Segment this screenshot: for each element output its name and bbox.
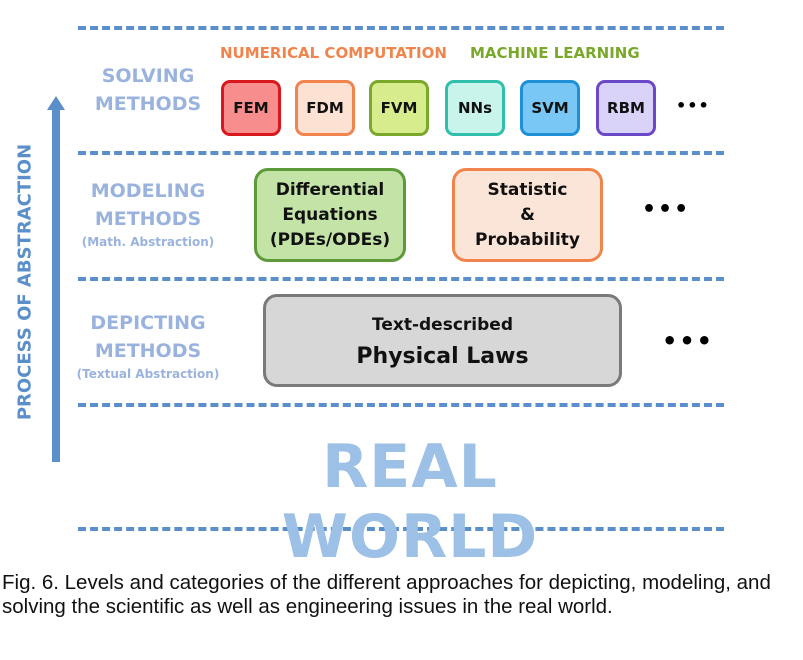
level-solving-line2: METHODS xyxy=(94,93,202,115)
level-depicting-sub: (Textual Abstraction) xyxy=(76,367,220,381)
separator-bottom xyxy=(78,527,724,531)
solving-method-label: NNs xyxy=(457,99,493,117)
depicting-physical-laws-box: Text-described Physical Laws xyxy=(263,294,622,387)
category-numerical: NUMERICAL COMPUTATION xyxy=(220,44,447,62)
separator-solving-modeling xyxy=(78,151,724,155)
separator-top xyxy=(78,26,724,30)
solving-method-rbm-box: RBM xyxy=(596,80,656,136)
solving-method-label: FEM xyxy=(233,99,269,117)
statistic-line2: & xyxy=(520,204,535,225)
real-world-label: REAL WORLD xyxy=(281,432,539,572)
statistic-line3: Probability xyxy=(474,229,581,250)
modeling-differential-box: Differential Equations (PDEs/ODEs) xyxy=(254,168,406,262)
level-modeling-line1: MODELING xyxy=(90,180,206,202)
solving-method-nns-box: NNs xyxy=(445,80,505,136)
level-depicting-line1: DEPICTING xyxy=(90,312,206,334)
separator-modeling-depicting xyxy=(78,277,724,281)
axis-label: PROCESS OF ABSTRACTION xyxy=(14,143,36,421)
differential-line3: (PDEs/ODEs) xyxy=(269,229,391,250)
level-modeling-sub: (Math. Abstraction) xyxy=(81,235,215,249)
differential-line1: Differential xyxy=(275,179,385,200)
arrow-head xyxy=(47,96,65,110)
level-solving: SOLVING METHODS xyxy=(78,62,218,118)
arrow-shaft xyxy=(52,109,60,462)
modeling-ellipsis: ••• xyxy=(642,197,691,222)
level-modeling-line2: METHODS xyxy=(94,208,202,230)
modeling-statistic-box: Statistic & Probability xyxy=(452,168,603,262)
solving-method-fdm-box: FDM xyxy=(295,80,355,136)
depicting-ellipsis: ••• xyxy=(662,327,715,355)
category-ml: MACHINE LEARNING xyxy=(470,44,640,62)
level-depicting-line2: METHODS xyxy=(94,340,202,362)
solving-method-label: RBM xyxy=(607,99,645,117)
solving-method-label: SVM xyxy=(531,99,569,117)
depicting-line1: Text-described xyxy=(372,314,513,335)
level-depicting: DEPICTING METHODS (Textual Abstraction) xyxy=(72,309,224,383)
separator-depicting-real xyxy=(78,403,724,407)
depicting-line2: Physical Laws xyxy=(356,343,529,369)
solving-method-label: FDM xyxy=(306,99,344,117)
solving-ellipsis: ••• xyxy=(676,96,710,115)
abstraction-arrow xyxy=(47,96,65,462)
solving-method-label: FVM xyxy=(380,99,418,117)
figure-caption: Fig. 6. Levels and categories of the dif… xyxy=(2,571,771,618)
level-modeling: MODELING METHODS (Math. Abstraction) xyxy=(78,177,218,251)
statistic-line1: Statistic xyxy=(487,179,568,200)
level-solving-line1: SOLVING xyxy=(101,65,195,87)
solving-method-svm-box: SVM xyxy=(520,80,580,136)
solving-method-fem-box: FEM xyxy=(221,80,281,136)
differential-line2: Equations xyxy=(282,204,378,225)
solving-method-fvm-box: FVM xyxy=(369,80,429,136)
